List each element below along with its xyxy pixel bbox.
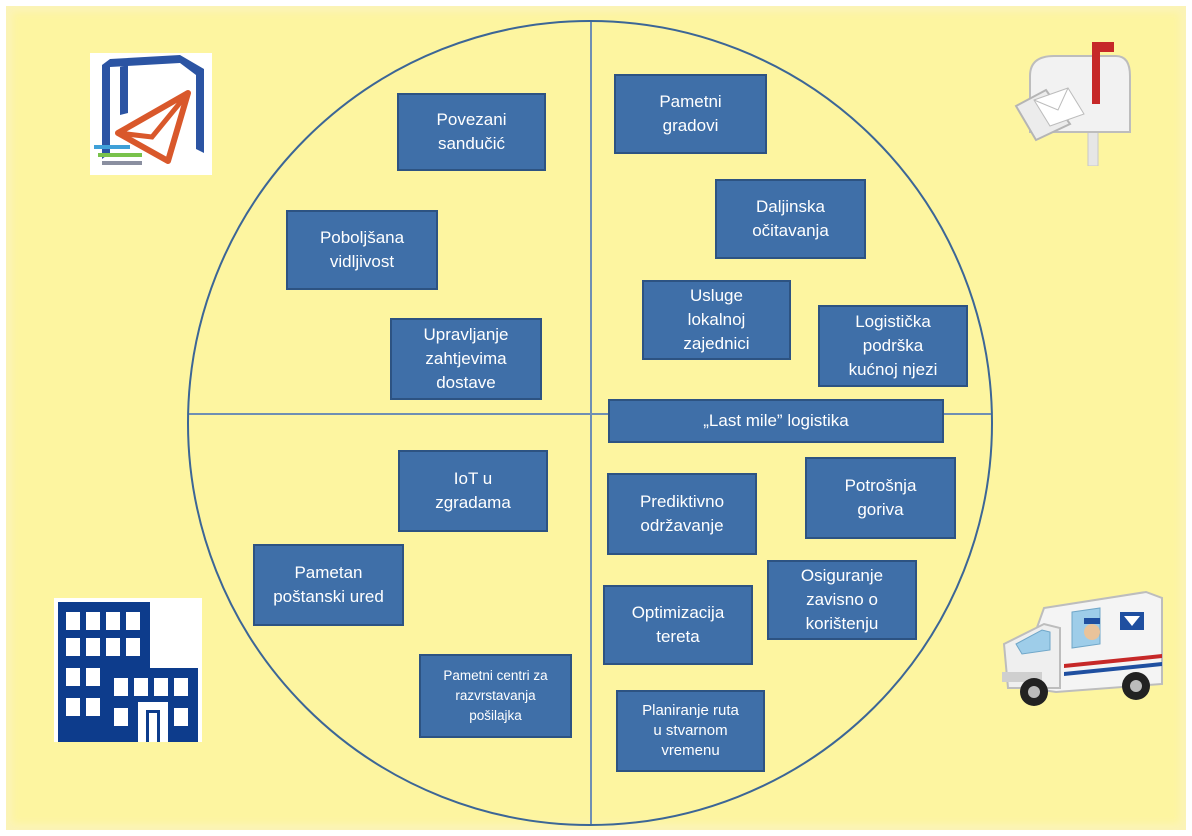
building-icon (54, 598, 202, 742)
box-centri-razvrstavanja: Pametni centri za razvrstavanja pošilajk… (419, 654, 572, 738)
box-last-mile: „Last mile” logistika (608, 399, 944, 443)
box-pametni-gradovi: Pametni gradovi (614, 74, 767, 154)
box-optimizacija-tereta: Optimizacija tereta (603, 585, 753, 665)
box-osiguranje: Osiguranje zavisno o korištenju (767, 560, 917, 640)
box-povezani-sanducic: Povezani sandučić (397, 93, 546, 171)
box-daljinska-ocitavanja: Daljinska očitavanja (715, 179, 866, 259)
box-planiranje-ruta: Planiranje ruta u stvarnom vremenu (616, 690, 765, 772)
box-prediktivno-odrzavanje: Prediktivno održavanje (607, 473, 757, 555)
box-iot-zgradama: IoT u zgradama (398, 450, 548, 532)
box-potrosnja-goriva: Potrošnja goriva (805, 457, 956, 539)
mailbox-icon (1010, 40, 1142, 167)
box-pametan-ured: Pametan poštanski ured (253, 544, 404, 626)
horizontal-axis-line (189, 413, 991, 415)
box-poboljsana-vidljivost: Poboljšana vidljivost (286, 210, 438, 290)
box-usluge-zajednici: Usluge lokalnoj zajednici (642, 280, 791, 360)
box-logisticka-podrska: Logistička podrška kućnoj njezi (818, 305, 968, 387)
mail-truck-icon (996, 588, 1166, 712)
box-upravljanje-zahtjevima: Upravljanje zahtjevima dostave (390, 318, 542, 400)
postal-logo-icon (90, 53, 212, 175)
quadrant-circle (187, 20, 993, 826)
vertical-axis-line (590, 22, 592, 824)
